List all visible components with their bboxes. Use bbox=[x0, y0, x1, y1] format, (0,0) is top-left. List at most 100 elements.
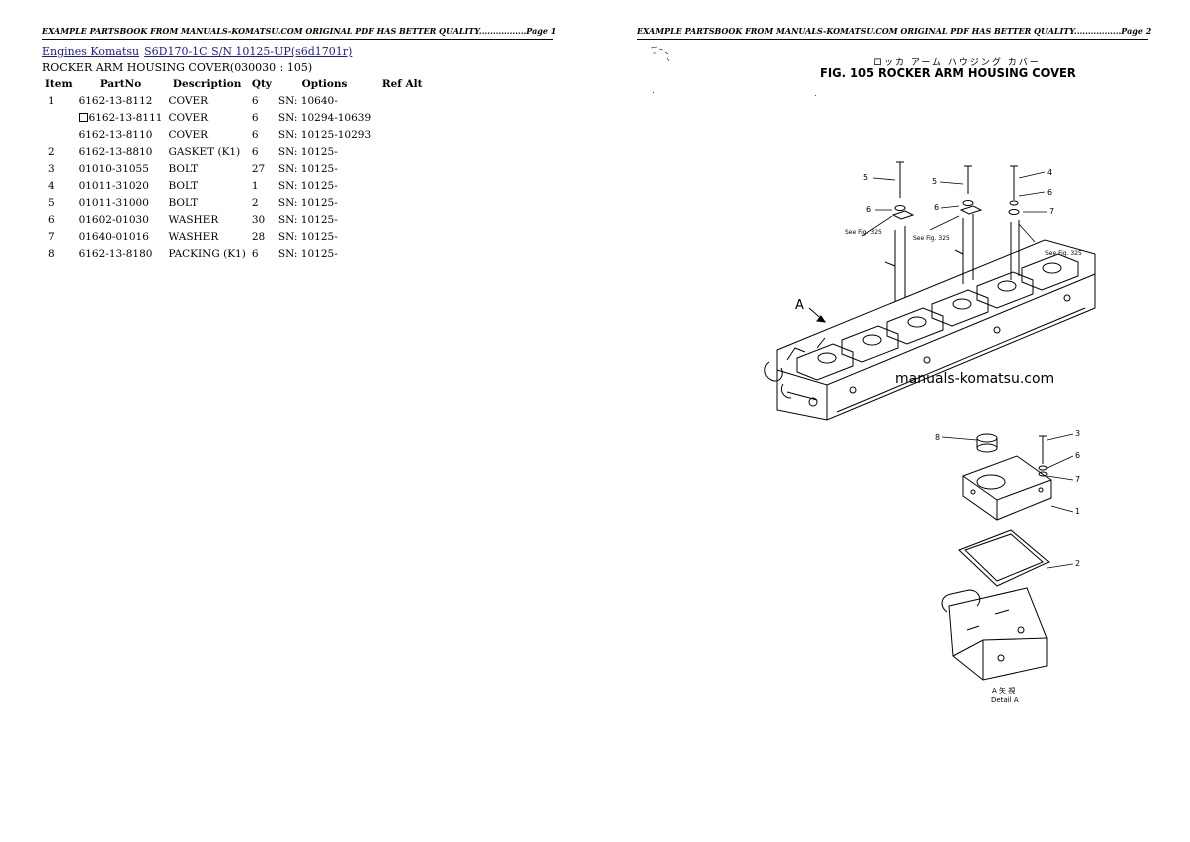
figure-title: FIG. 105 ROCKER ARM HOUSING COVER bbox=[820, 65, 1076, 81]
col-header-options: Options bbox=[301, 78, 348, 90]
callout-6: 6 bbox=[1047, 188, 1053, 197]
cell-ref-alt bbox=[374, 126, 430, 143]
breadcrumb: Engines Komatsu S6D170-1C S/N 10125-UP(s6… bbox=[42, 45, 352, 58]
cell-options: SN: 10125- bbox=[277, 230, 338, 243]
cell-item: 8 bbox=[48, 247, 55, 260]
callout-4: 4 bbox=[1047, 168, 1053, 177]
breadcrumb-link-engines[interactable]: Engines Komatsu bbox=[42, 45, 140, 58]
cell-description: PACKING (K1) bbox=[168, 247, 246, 260]
cell-qty: 6 bbox=[251, 247, 259, 260]
cell-partno: 01011-31020 bbox=[78, 179, 149, 192]
callout-1: 1 bbox=[1075, 507, 1081, 516]
cell-item: 4 bbox=[48, 179, 55, 192]
mounting-brackets bbox=[884, 214, 1020, 302]
watermark-text: manuals-komatsu.com bbox=[895, 371, 1055, 387]
cell-item bbox=[42, 109, 76, 126]
figure-japanese-title: ロッカ アーム ハウジング カバー bbox=[873, 58, 1041, 68]
cell-description: WASHER bbox=[168, 213, 219, 226]
cell-ref-alt bbox=[374, 177, 430, 194]
parts-table: Item PartNo Description Qty Options Ref … bbox=[42, 76, 430, 262]
callout-6: 6 bbox=[934, 203, 940, 212]
cell-options: SN: 10125- bbox=[277, 196, 338, 209]
col-header-qty: Qty bbox=[251, 78, 272, 90]
col-header-item: Item bbox=[45, 78, 73, 90]
cell-qty: 6 bbox=[251, 111, 259, 124]
detail-leader-lines bbox=[941, 433, 1074, 569]
callout-5: 5 bbox=[863, 173, 869, 182]
view-arrow-a bbox=[808, 307, 827, 323]
top-bolts bbox=[891, 161, 1020, 220]
cell-options: SN: 10125- bbox=[277, 145, 338, 158]
cell-ref-alt bbox=[374, 109, 430, 126]
table-row: 8 6162-13-8180 PACKING (K1) 6 SN: 10125- bbox=[42, 245, 430, 262]
cell-partno: 6162-13-8180 bbox=[78, 247, 153, 260]
cell-item: 6 bbox=[48, 213, 55, 226]
cell-partno: 6162-13-8112 bbox=[78, 94, 153, 107]
table-row: 3 01010-31055 BOLT 27 SN: 10125- bbox=[42, 160, 430, 177]
cell-ref-alt bbox=[374, 160, 430, 177]
cell-options: SN: 10125- bbox=[277, 213, 338, 226]
table-row: 2 6162-13-8810 GASKET (K1) 6 SN: 10125- bbox=[42, 143, 430, 160]
scan-noise bbox=[650, 46, 817, 97]
view-label-a: A bbox=[795, 298, 804, 313]
cell-options: SN: 10125- bbox=[277, 247, 338, 260]
callout-3: 3 bbox=[1075, 429, 1081, 438]
section-title: ROCKER ARM HOUSING COVER(030030 : 105) bbox=[42, 61, 313, 74]
cell-ref-alt bbox=[374, 211, 430, 228]
cell-item: 2 bbox=[48, 145, 55, 158]
cell-description: BOLT bbox=[168, 162, 199, 175]
cell-item: 3 bbox=[48, 162, 55, 175]
callout-5: 5 bbox=[932, 177, 938, 186]
table-row: 5 01011-31000 BOLT 2 SN: 10125- bbox=[42, 194, 430, 211]
table-row: 4 01011-31020 BOLT 1 SN: 10125- bbox=[42, 177, 430, 194]
cell-item: 7 bbox=[48, 230, 55, 243]
callout-7: 7 bbox=[1075, 475, 1081, 484]
cell-partno: 01640-01016 bbox=[78, 230, 149, 243]
cell-item: 1 bbox=[48, 94, 55, 107]
cell-partno: 01011-31000 bbox=[78, 196, 149, 209]
callout-7: 7 bbox=[1049, 207, 1055, 216]
cell-ref-alt bbox=[374, 143, 430, 160]
cell-qty: 27 bbox=[251, 162, 266, 175]
diagram-drawing bbox=[650, 46, 1096, 681]
callout-8: 8 bbox=[935, 433, 941, 442]
breadcrumb-link-model[interactable]: S6D170-1C S/N 10125-UP(s6d1701r) bbox=[144, 45, 353, 58]
cell-partno-text: 6162-13-8111 bbox=[88, 111, 163, 124]
page-header-1: EXAMPLE PARTSBOOK FROM MANUALS-KOMATSU.C… bbox=[42, 26, 556, 40]
cell-description: BOLT bbox=[168, 196, 199, 209]
table-header-row: Item PartNo Description Qty Options Ref … bbox=[42, 76, 430, 92]
cell-qty: 6 bbox=[251, 145, 259, 158]
cell-description: COVER bbox=[168, 128, 209, 141]
see-fig-note: See Fig. 325 bbox=[845, 229, 882, 236]
callout-6: 6 bbox=[866, 205, 872, 214]
substitute-box-icon bbox=[78, 112, 88, 122]
exploded-parts-diagram: ロッカ アーム ハウジング カバー FIG. 105 ROCKER ARM HO… bbox=[637, 40, 1167, 720]
col-header-description: Description bbox=[172, 78, 242, 90]
detail-label: Detail A bbox=[991, 696, 1019, 704]
leader-lines bbox=[861, 171, 1047, 243]
callout-6: 6 bbox=[1075, 451, 1081, 460]
table-row: 7 01640-01016 WASHER 28 SN: 10125- bbox=[42, 228, 430, 245]
table-row: 6 01602-01030 WASHER 30 SN: 10125- bbox=[42, 211, 430, 228]
cell-partno: 01010-31055 bbox=[78, 162, 149, 175]
table-row: 6162-13-8111 COVER 6 SN: 10294-10639 bbox=[42, 109, 430, 126]
cell-options: SN: 10294-10639 bbox=[277, 111, 372, 124]
table-row: 1 6162-13-8112 COVER 6 SN: 10640- bbox=[42, 92, 430, 109]
cell-description: GASKET (K1) bbox=[168, 145, 241, 158]
cell-qty: 1 bbox=[251, 179, 259, 192]
cell-qty: 6 bbox=[251, 94, 259, 107]
see-fig-note: See Fig. 325 bbox=[913, 235, 950, 242]
cell-qty: 30 bbox=[251, 213, 266, 226]
detail-cover-assembly bbox=[941, 433, 1052, 681]
detail-japanese-label: A 矢 視 bbox=[992, 687, 1016, 695]
page-header-2: EXAMPLE PARTSBOOK FROM MANUALS-KOMATSU.C… bbox=[637, 26, 1151, 40]
col-header-ref-alt: Ref Alt bbox=[381, 78, 423, 90]
cell-description: COVER bbox=[168, 94, 209, 107]
cell-ref-alt bbox=[374, 92, 430, 109]
cell-qty: 2 bbox=[251, 196, 259, 209]
cell-description: WASHER bbox=[168, 230, 219, 243]
engine-head-block bbox=[764, 239, 1096, 421]
table-row: 6162-13-8110 COVER 6 SN: 10125-10293 bbox=[42, 126, 430, 143]
cell-partno: 01602-01030 bbox=[78, 213, 149, 226]
cell-options: SN: 10640- bbox=[277, 94, 338, 107]
